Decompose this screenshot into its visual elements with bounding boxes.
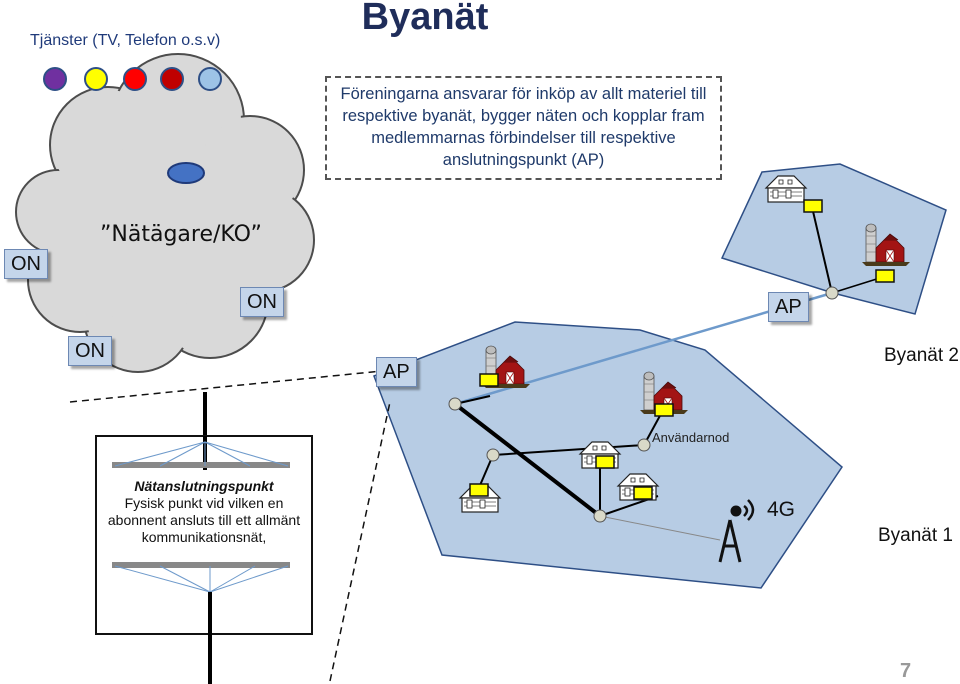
nap-title: Nätanslutningspunkt xyxy=(134,478,274,494)
cloud-node xyxy=(167,162,205,184)
nap-description: Nätanslutningspunkt Fysisk punkt vid vil… xyxy=(100,478,308,546)
cloud-label: ”Nätägare/KO” xyxy=(100,222,262,247)
ap-tag: AP xyxy=(376,357,417,387)
description-text: Föreningarna ansvarar för inköp av allt … xyxy=(340,85,707,169)
user-node-label: Användarnod xyxy=(652,430,730,445)
4g-label: 4G xyxy=(767,498,796,521)
user-node-markers xyxy=(469,199,895,500)
mast-icon xyxy=(718,499,755,563)
ap-tag: AP xyxy=(768,292,809,322)
services-label: Tjänster (TV, Telefon o.s.v) xyxy=(30,32,221,49)
byanat1-label: Byanät 1 xyxy=(878,525,953,546)
service-dots xyxy=(43,67,222,91)
on-tag: ON xyxy=(240,287,284,317)
on-tag: ON xyxy=(68,336,112,366)
on-tag: ON xyxy=(4,249,48,279)
description-box: Föreningarna ansvarar för inköp av allt … xyxy=(325,76,722,180)
byanat2-label: Byanät 2 xyxy=(884,345,959,366)
nap-body: Fysisk punkt vid vilken en abonnent ansl… xyxy=(107,495,301,545)
page-number: 7 xyxy=(900,660,912,682)
page-title: Byanät xyxy=(361,0,489,38)
